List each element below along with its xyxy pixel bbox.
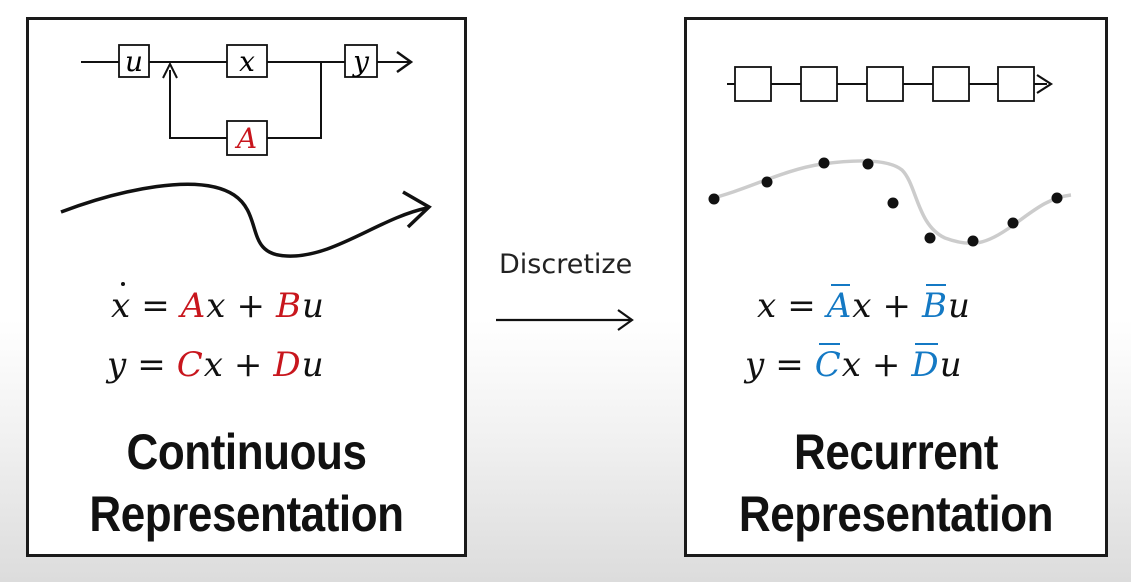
recurrent-cell-2: [800, 66, 838, 102]
recurrent-cell-5: [997, 66, 1035, 102]
x-label: x: [239, 45, 255, 78]
continuous-title-line1: Continuous: [126, 424, 367, 480]
sample-point: [1007, 217, 1019, 229]
discretize-label: Discretize: [499, 249, 633, 280]
recurrent-panel: x=Ax+Bu y=Cx+Du Recurrent Representation: [684, 17, 1108, 557]
sample-point: [924, 232, 936, 244]
u-label: u: [125, 45, 143, 78]
state-equation-recurrent: x=Ax+Bu: [757, 284, 971, 326]
u-block: [118, 44, 150, 78]
continuous-title-line2: Representation: [89, 486, 404, 542]
curve-arrowhead: [402, 190, 432, 229]
sample-point: [967, 235, 979, 247]
sample-point: [708, 193, 720, 205]
sample-point: [1051, 192, 1063, 204]
recurrent-title-line1: Recurrent: [794, 424, 998, 480]
output-equation-recurrent: y=Cx+Du: [745, 343, 963, 385]
continuous-panel: u x y A x=Ax+Bu y=Cx+Du Continuous Repre…: [26, 17, 467, 557]
sample-point: [862, 158, 874, 170]
state-equation-continuous: x=Ax+Bu: [111, 282, 325, 326]
sample-point: [887, 197, 899, 209]
a-label: A: [234, 122, 257, 155]
continuous-curve: [60, 182, 428, 258]
recurrent-diagram: [708, 66, 1072, 247]
sample-point: [761, 176, 773, 188]
a-block: [226, 120, 268, 156]
block-diagram: u x y A: [60, 44, 432, 258]
y-block: [344, 44, 378, 78]
recurrent-cell-3: [866, 66, 904, 102]
x-block: [226, 44, 268, 78]
recurrent-cell-1: [734, 66, 772, 102]
y-label: y: [351, 45, 370, 78]
recurrent-cell-4: [932, 66, 970, 102]
recurrent-title-line2: Representation: [738, 486, 1054, 542]
sample-point: [818, 157, 830, 169]
output-equation-continuous: y=Cx+Du: [107, 345, 325, 385]
